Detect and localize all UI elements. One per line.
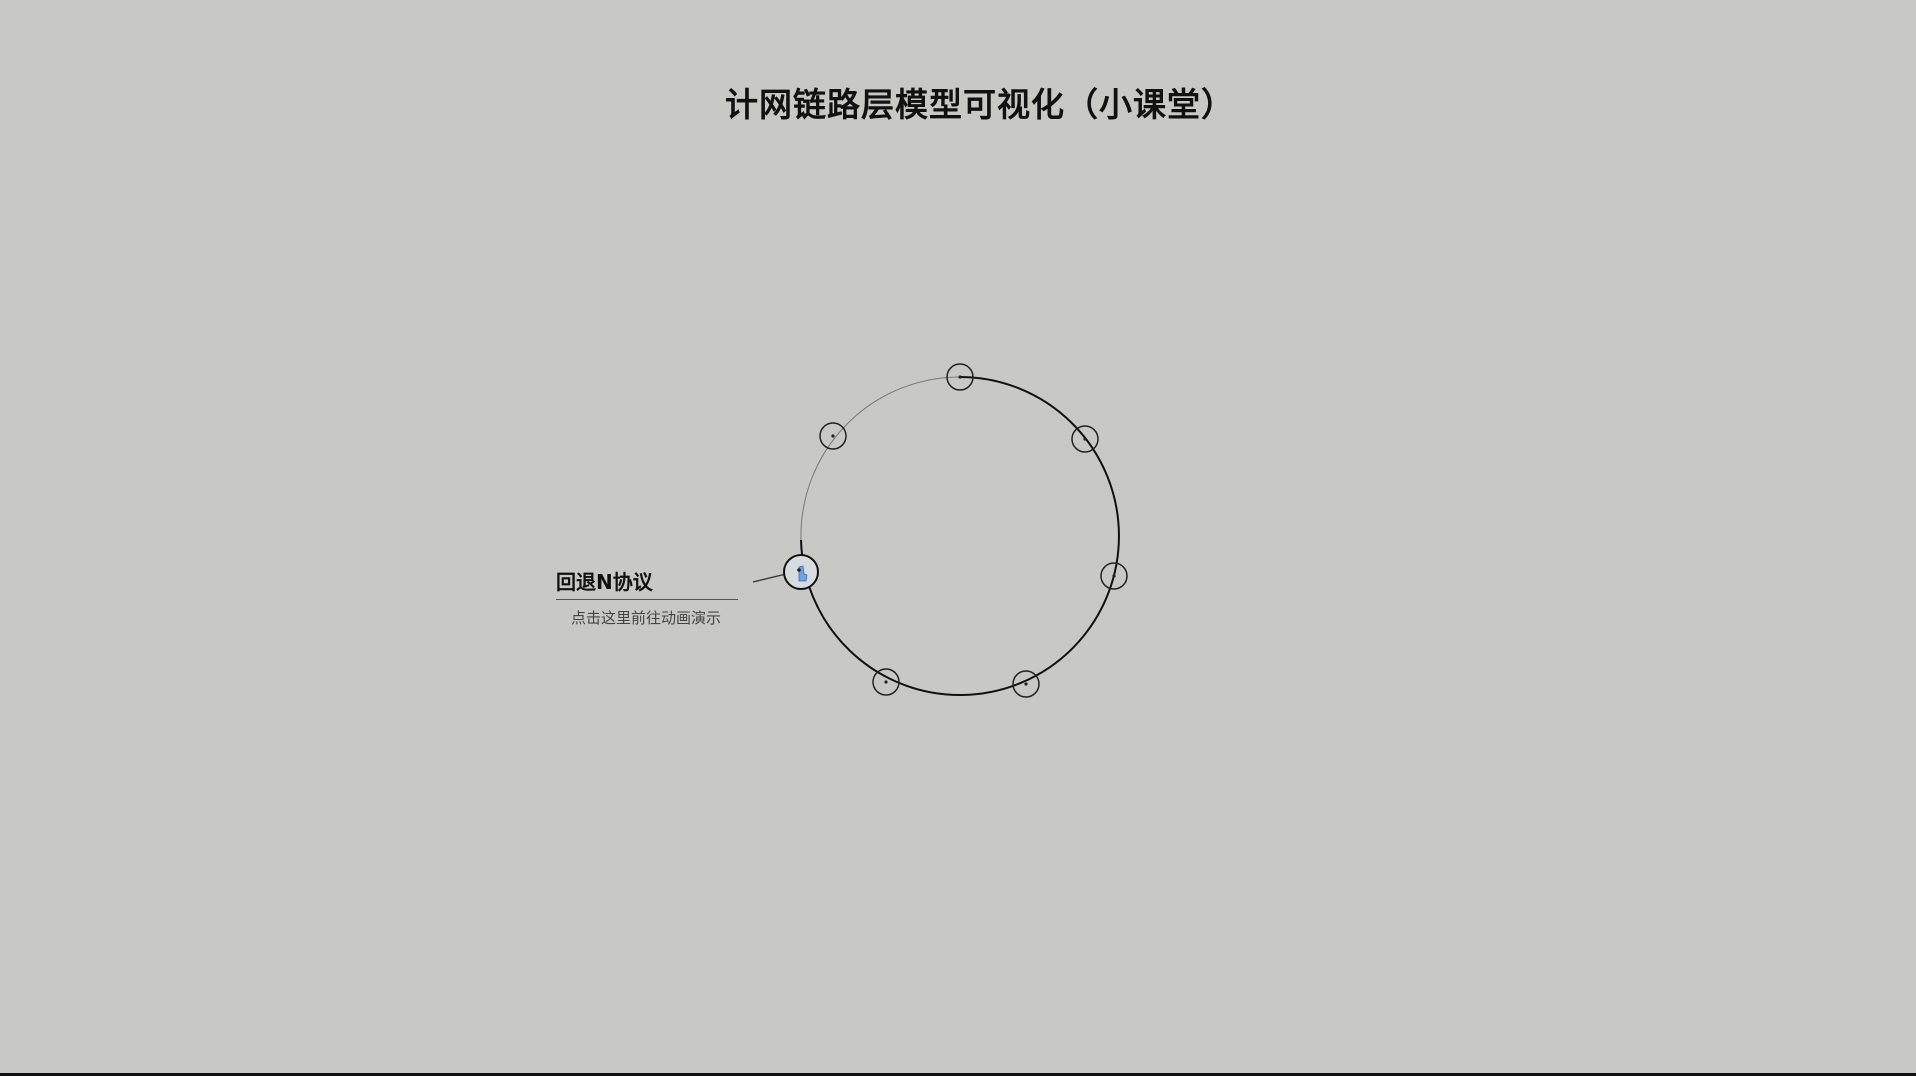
wheel-node-lower-right[interactable] [1012,670,1040,698]
active-item-hint[interactable]: 点击这里前往动画演示 [571,609,722,627]
cursor-hand-icon [798,565,808,582]
wheel-node-upper-right[interactable] [1071,425,1099,453]
active-item-title[interactable]: 回退N协议 [556,566,738,600]
wheel-node-right[interactable] [1100,562,1128,590]
ring-arc-main [800,376,1120,696]
page-title: 计网链路层模型可视化（小课堂） [725,85,1235,124]
ring-arc-faint [800,376,961,541]
active-item-label[interactable]: 回退N协议 点击这里前往动画演示 [556,566,738,628]
wheel-node-lower-left[interactable] [872,668,900,696]
wheel-node-upper-left[interactable] [819,422,847,450]
wheel-node-top[interactable] [946,363,974,391]
bottom-border [0,1073,1916,1076]
label-connector [752,573,787,583]
wheel-node-active[interactable] [783,554,819,590]
